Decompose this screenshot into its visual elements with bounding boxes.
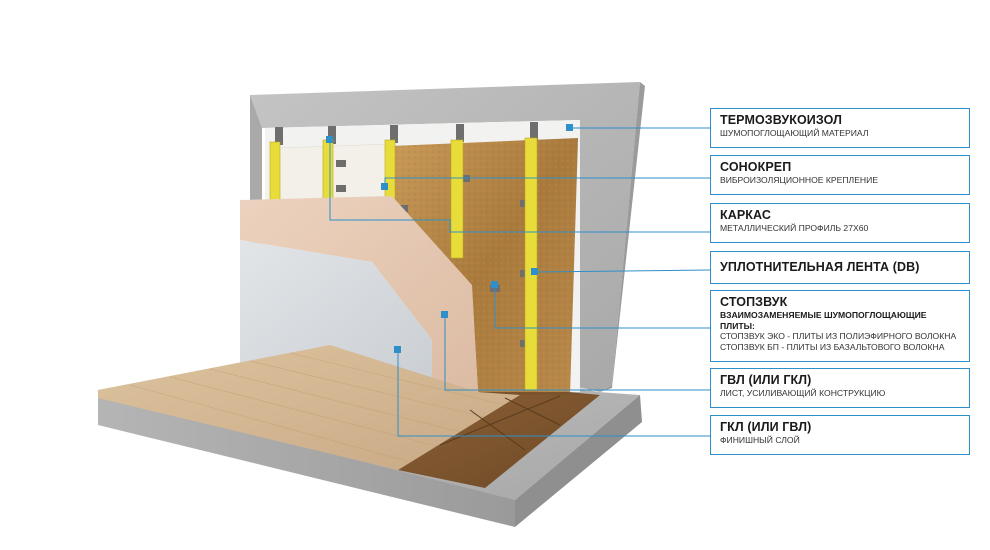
underfloor-boards bbox=[398, 392, 600, 488]
label-subtitle: ФИНИШНЫЙ СЛОЙ bbox=[720, 435, 800, 445]
label-title: СТОПЗВУК bbox=[720, 295, 788, 309]
label-gvl: ГВЛ (ИЛИ ГКЛ) ЛИСТ, УСИЛИВАЮЩИЙ КОНСТРУК… bbox=[710, 368, 970, 408]
label-title: СОНОКРЕП bbox=[720, 160, 792, 174]
label-sonokrep: СОНОКРЕП ВИБРОИЗОЛЯЦИОННОЕ КРЕПЛЕНИЕ bbox=[710, 155, 970, 195]
label-title: ГКЛ (ИЛИ ГВЛ) bbox=[720, 420, 812, 434]
label-karkas: КАРКАС МЕТАЛЛИЧЕСКИЙ ПРОФИЛЬ 27Х60 bbox=[710, 203, 970, 243]
leader-lines bbox=[329, 127, 711, 437]
label-note: СТОПЗВУК ЭКО - ПЛИТЫ ИЗ ПОЛИЭФИРНОГО ВОЛ… bbox=[720, 331, 957, 341]
label-stopzvuk: СТОПЗВУК ВЗАИМОЗАМЕНЯЕМЫЕ ШУМОПОГЛОЩАЮЩИ… bbox=[710, 290, 970, 362]
gvl-board bbox=[240, 196, 478, 392]
label-subtitle: ШУМОПОГЛОЩАЮЩИЙ МАТЕРИАЛ bbox=[720, 128, 869, 138]
leader-markers bbox=[326, 124, 573, 353]
label-title: ТЕРМОЗВУКОИЗОЛ bbox=[720, 113, 843, 127]
karkas-profiles bbox=[269, 137, 538, 391]
wood-floor bbox=[98, 345, 520, 470]
label-subtitle: ВЗАИМОЗАМЕНЯЕМЫЕ ШУМОПОГЛОЩАЮЩИЕ ПЛИТЫ: bbox=[720, 310, 927, 331]
label-lenta: УПЛОТНИТЕЛЬНАЯ ЛЕНТА (DB) bbox=[710, 251, 970, 284]
label-note: СТОПЗВУК БП - ПЛИТЫ ИЗ БАЗАЛЬТОВОГО ВОЛО… bbox=[720, 341, 945, 352]
label-subtitle: ЛИСТ, УСИЛИВАЮЩИЙ КОНСТРУКЦИЮ bbox=[720, 388, 886, 398]
label-title: ГВЛ (ИЛИ ГКЛ) bbox=[720, 373, 812, 387]
label-termozvukoizol: ТЕРМОЗВУКОИЗОЛ ШУМОПОГЛОЩАЮЩИЙ МАТЕРИАЛ bbox=[710, 108, 970, 148]
label-subtitle: ВИБРОИЗОЛЯЦИОННОЕ КРЕПЛЕНИЕ bbox=[720, 175, 879, 185]
label-gkl: ГКЛ (ИЛИ ГВЛ) ФИНИШНЫЙ СЛОЙ bbox=[710, 415, 970, 455]
label-subtitle: МЕТАЛЛИЧЕСКИЙ ПРОФИЛЬ 27Х60 bbox=[720, 223, 869, 233]
label-title: УПЛОТНИТЕЛЬНАЯ ЛЕНТА (DB) bbox=[720, 260, 920, 274]
label-title: КАРКАС bbox=[720, 208, 771, 222]
